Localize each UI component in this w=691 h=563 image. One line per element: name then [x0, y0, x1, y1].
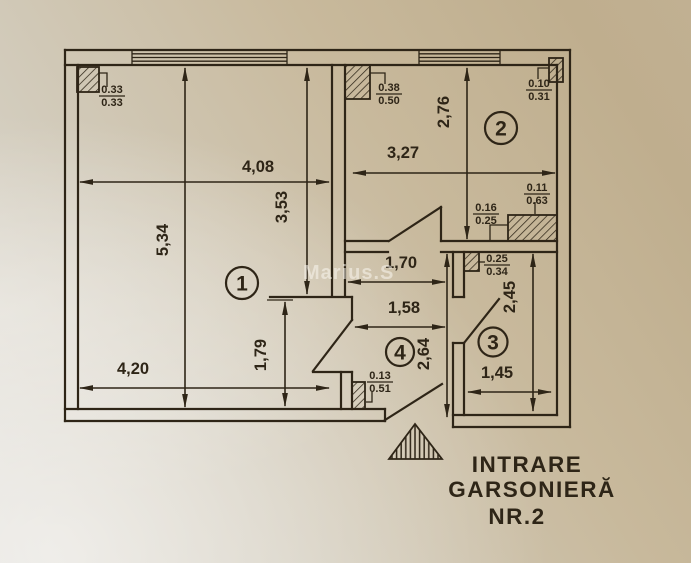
- fraction-num: 0.33: [101, 84, 122, 96]
- room-number-4: 4: [384, 336, 416, 368]
- dim-label-5-34: 5,34: [154, 223, 172, 256]
- window-room1: [131, 50, 288, 65]
- doors: [311, 205, 501, 422]
- dimension-room1-door-offset: 1,79: [252, 299, 293, 407]
- pillar-entry: [351, 381, 366, 410]
- dim-label-1-79: 1,79: [252, 339, 270, 371]
- fraction-num: 0.16: [475, 202, 496, 214]
- pillar-room3: [463, 251, 480, 272]
- dim-label-4-20: 4,20: [117, 360, 149, 378]
- dim-label-1-58: 1,58: [388, 299, 420, 317]
- dimension-room2-width: 3,27: [352, 144, 556, 176]
- door-room1: [311, 318, 354, 373]
- fraction-num: 0.38: [378, 82, 399, 94]
- pillars: [76, 57, 564, 410]
- fraction-den: 0.51: [369, 383, 390, 395]
- fraction-corner-room1: 0.33 0.33: [99, 72, 125, 109]
- fraction-den: 0.50: [378, 95, 399, 107]
- dimension-room3-width: 1,45: [467, 364, 552, 395]
- dimension-room3-height: 2,45: [501, 253, 536, 412]
- fraction-duct-step: 0.16 0.25: [473, 202, 499, 227]
- door-room3: [462, 297, 501, 345]
- fraction-pillar-room2-right: 0.10 0.31: [526, 67, 552, 103]
- fraction-den: 0.33: [101, 97, 122, 109]
- fraction-duct-right: 0.11 0.63: [524, 182, 550, 214]
- room-number-2: 2: [483, 110, 519, 146]
- fraction-pillar-entry: 0.13 0.51: [366, 370, 393, 403]
- duct-step-outline: [489, 224, 508, 241]
- dimension-hall-height: 2,64: [415, 253, 450, 418]
- dimension-room1-height-right: 3,53: [273, 67, 310, 295]
- fraction-den: 0.31: [528, 91, 549, 103]
- room-number-3-label: 3: [487, 332, 499, 355]
- room-number-3: 3: [477, 326, 509, 358]
- dim-label-2-45: 2,45: [501, 281, 519, 313]
- fraction-num: 0.13: [369, 370, 390, 382]
- dimension-room1-width-bottom: 4,20: [79, 360, 330, 391]
- fraction-den: 0.63: [526, 195, 547, 207]
- dimension-hall-width-mid: 1,58: [354, 299, 446, 330]
- entrance-label: INTRARE GARSONIERĂ NR.2: [448, 452, 616, 529]
- dim-label-2-76: 2,76: [435, 96, 453, 128]
- fraction-den: 0.25: [475, 215, 496, 227]
- dim-label-3-53: 3,53: [273, 191, 291, 223]
- dimension-room1-width-top: 4,08: [79, 158, 330, 185]
- entrance-label-line1: INTRARE: [472, 452, 583, 477]
- fraction-num: 0.11: [527, 182, 548, 194]
- dimension-hall-width-top: 1,70: [347, 254, 446, 285]
- dim-label-1-70: 1,70: [385, 254, 417, 272]
- fraction-pillar-room2-left: 0.38 0.50: [370, 72, 402, 107]
- fraction-den: 0.34: [486, 266, 508, 278]
- dim-label-3-27: 3,27: [387, 144, 419, 162]
- entrance-arrow-icon: [387, 422, 444, 460]
- door-entry: [383, 382, 444, 422]
- duct-right-wall: [507, 214, 558, 242]
- dimension-room2-height: 2,76: [435, 67, 470, 240]
- room-number-4-label: 4: [394, 342, 406, 365]
- dim-label-2-64: 2,64: [415, 337, 433, 370]
- entrance-label-line3: NR.2: [488, 504, 545, 529]
- room-number-1-label: 1: [236, 273, 248, 296]
- pillar-corner-room1: [76, 66, 100, 93]
- window-room2: [418, 50, 501, 65]
- dimension-room1-height-left: 5,34: [154, 67, 188, 408]
- dim-label-4-08: 4,08: [242, 158, 274, 176]
- entrance-label-line2: GARSONIERĂ: [448, 477, 616, 502]
- pillar-room2-right: [548, 57, 564, 83]
- door-room2: [387, 205, 443, 243]
- pillar-room2-left: [344, 64, 371, 100]
- fraction-num: 0.25: [486, 253, 507, 265]
- room-number-1: 1: [224, 265, 260, 301]
- fraction-num: 0.10: [528, 78, 549, 90]
- dim-label-1-45: 1,45: [481, 364, 513, 382]
- fraction-pillar-room3: 0.25 0.34: [479, 253, 510, 278]
- watermark: Marius.S: [303, 262, 394, 284]
- room-number-2-label: 2: [495, 118, 507, 141]
